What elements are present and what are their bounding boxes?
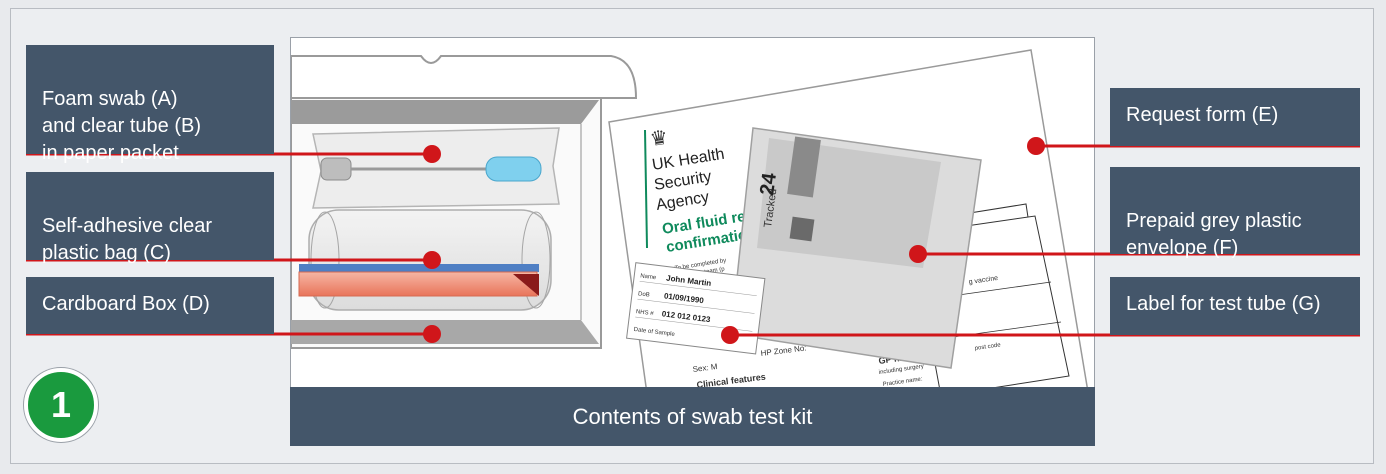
caption-bar: Contents of swab test kit — [290, 387, 1095, 446]
pointer-dot-c — [423, 251, 441, 269]
gov-crest-icon: ♛ — [649, 127, 670, 151]
label-grey-envelope-text: Prepaid grey plastic envelope (F) — [1126, 210, 1302, 259]
label-request-form-text: Request form (E) — [1126, 104, 1279, 126]
envelope-number: 24 — [756, 171, 781, 197]
label-request-form: Request form (E) — [1110, 88, 1360, 146]
pointer-dot-g — [721, 326, 739, 344]
form-vaccine: g vaccine — [968, 275, 998, 286]
kit-drawing: ♛ UK Health Security Agency Oral fluid r… — [291, 49, 1090, 445]
grey-envelope: Tracked 24 — [730, 127, 982, 369]
sticker-sample-label: Date of Sample — [633, 327, 675, 338]
caption-text: Contents of swab test kit — [572, 403, 813, 429]
label-plastic-bag-text: Self-adhesive clear plastic bag (C) — [42, 215, 213, 264]
pointer-dot-e — [1027, 137, 1045, 155]
label-foam-swab-text: Foam swab (A) and clear tube (B) in pape… — [42, 88, 201, 164]
envelope-tracked: Tracked — [762, 188, 779, 229]
swab-packet — [312, 127, 560, 209]
sticker-name-label: Name — [640, 273, 657, 281]
qr-code-icon — [789, 216, 815, 242]
sticker-nhs-label: NHS # — [635, 309, 654, 317]
step-number: 1 — [50, 384, 72, 425]
label-foam-swab: Foam swab (A) and clear tube (B) in pape… — [26, 45, 274, 164]
label-test-tube-label-text: Label for test tube (G) — [1126, 293, 1321, 315]
pointer-dot-f — [909, 245, 927, 263]
barcode-icon — [787, 136, 821, 198]
form-sex: Sex: M — [692, 362, 718, 374]
form-post-code: post code — [974, 342, 1001, 352]
pointer-dot-d — [423, 325, 441, 343]
pointer-dot-a — [423, 145, 441, 163]
sticker-dob-label: DoB — [638, 291, 650, 298]
label-plastic-bag: Self-adhesive clear plastic bag (C) — [26, 172, 274, 264]
label-cardboard-box: Cardboard Box (D) — [26, 277, 274, 334]
step-number-badge: 1 — [24, 368, 98, 442]
form-practice: Practice name: — [882, 376, 923, 388]
label-cardboard-box-text: Cardboard Box (D) — [42, 293, 210, 315]
label-grey-envelope: Prepaid grey plastic envelope (F) — [1110, 167, 1360, 259]
label-test-tube-label: Label for test tube (G) — [1110, 277, 1360, 335]
kit-illustration: ♛ UK Health Security Agency Oral fluid r… — [290, 37, 1095, 446]
